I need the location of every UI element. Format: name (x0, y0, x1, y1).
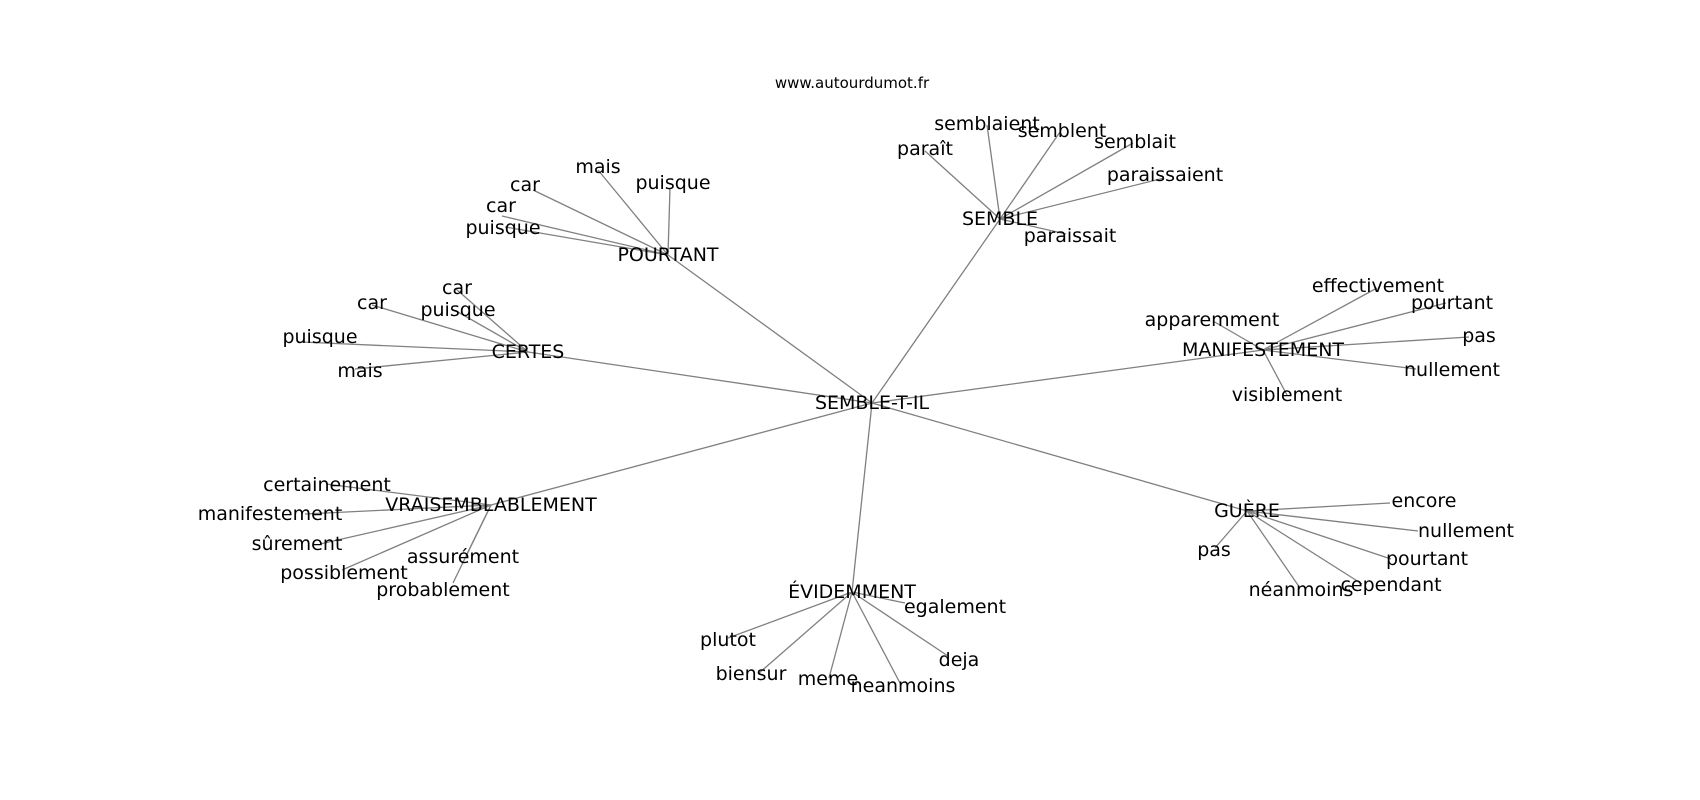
edge-center-hub (667, 254, 873, 404)
edge-hub-word (304, 504, 492, 515)
word-node: cependant (1340, 574, 1441, 596)
word-node: deja (939, 649, 980, 671)
edge-hub-word (325, 483, 492, 506)
edge-center-hub (871, 349, 1264, 404)
word-node: paraissait (1024, 225, 1117, 247)
word-node: pourtant (1411, 292, 1493, 314)
edge-hub-word (1262, 349, 1417, 370)
edge-hub-word (1246, 510, 1363, 585)
word-node: encore (1392, 490, 1457, 512)
edge-hub-word (504, 226, 669, 256)
word-node: assurément (407, 546, 519, 568)
word-node: puisque (465, 217, 540, 239)
word-node: car (486, 195, 516, 217)
edge-hub-word (924, 150, 1001, 220)
word-node: manifestement (198, 503, 343, 525)
word-node: egalement (904, 596, 1006, 618)
hub-node: POURTANT (617, 244, 718, 266)
edge-hub-word (1214, 510, 1248, 549)
hub-node: SEMBLE (962, 208, 1038, 230)
edge-hub-word (999, 177, 1165, 220)
word-node: nullement (1404, 359, 1500, 381)
word-node: mais (575, 156, 620, 178)
word-node: car (510, 174, 540, 196)
edge-hub-word (999, 218, 1067, 235)
edge-hub-word (1262, 287, 1378, 351)
word-node: car (442, 277, 472, 299)
word-node: nullement (1418, 520, 1514, 542)
word-node: néanmoins (1249, 579, 1354, 601)
word-node: neanmoins (851, 675, 956, 697)
word-node: puisque (635, 172, 710, 194)
edge-hub-word (532, 189, 669, 256)
edge-hub-word (354, 351, 529, 370)
word-node: pas (1197, 539, 1231, 561)
word-node: effectivement (1312, 275, 1444, 297)
word-node: visiblement (1232, 384, 1342, 406)
edge-hub-word (999, 131, 1061, 220)
edge-hub-word (457, 311, 529, 353)
source-url: www.autourdumot.fr (775, 74, 930, 92)
edge-hub-word (1262, 349, 1288, 396)
word-node: semblait (1094, 131, 1176, 153)
edge-hub-word (999, 142, 1134, 220)
word-node: plutot (700, 629, 756, 651)
edge-hub-word (1246, 502, 1391, 512)
edge-hub-word (1262, 336, 1470, 351)
edge-hub-word (986, 124, 1001, 220)
edge-center-hub (527, 351, 873, 404)
word-node: semblaient (934, 113, 1040, 135)
edge-hub-word (455, 288, 529, 353)
edge-hub-word (341, 504, 492, 571)
edge-hub-word (319, 504, 492, 545)
edge-center-hub (871, 218, 1001, 404)
edge-hub-word (301, 341, 529, 353)
word-node: car (357, 292, 387, 314)
word-node: pourtant (1386, 548, 1468, 570)
edge-center-hub (871, 402, 1248, 512)
edge-hub-word (1262, 302, 1447, 351)
word-node: possiblement (280, 562, 407, 584)
word-node: paraît (897, 138, 953, 160)
edge-hub-word (727, 591, 853, 639)
hub-node: ÉVIDEMMENT (788, 580, 916, 603)
word-node: pas (1462, 325, 1496, 347)
hub-node: MANIFESTEMENT (1182, 339, 1344, 361)
edge-hub-word (757, 591, 853, 675)
edge-hub-word (667, 187, 671, 256)
center-node: SEMBLE-T-IL (815, 392, 930, 414)
edge-hub-word (851, 591, 906, 604)
edge-hub-word (1246, 510, 1392, 560)
edge-center-hub (490, 402, 873, 506)
word-node: meme (798, 668, 858, 690)
edge-center-hub (851, 402, 873, 593)
edge-hub-word (1212, 320, 1264, 351)
edge-hub-word (597, 169, 669, 256)
word-node: mais (337, 360, 382, 382)
word-node: paraissaient (1107, 164, 1223, 186)
word-node: semblent (1018, 120, 1107, 142)
edge-hub-word (851, 591, 901, 684)
word-node: certainement (263, 474, 391, 496)
hub-node: GUÈRE (1214, 499, 1280, 522)
word-node: puisque (282, 326, 357, 348)
edge-hub-word (828, 591, 853, 679)
hub-node: CERTES (492, 341, 565, 363)
word-node: puisque (420, 299, 495, 321)
hub-node: VRAISEMBLABLEMENT (385, 494, 597, 516)
edge-hub-word (851, 591, 949, 657)
word-node: biensur (716, 663, 787, 685)
edge-hub-word (1246, 510, 1301, 589)
word-node: apparemment (1145, 309, 1280, 331)
graph-edges (301, 124, 1470, 684)
edge-hub-word (452, 504, 492, 584)
word-node: sûrement (252, 533, 343, 555)
edge-hub-word (1246, 510, 1419, 532)
edge-hub-word (371, 304, 529, 353)
word-node: probablement (376, 579, 510, 601)
edge-hub-word (501, 215, 669, 256)
